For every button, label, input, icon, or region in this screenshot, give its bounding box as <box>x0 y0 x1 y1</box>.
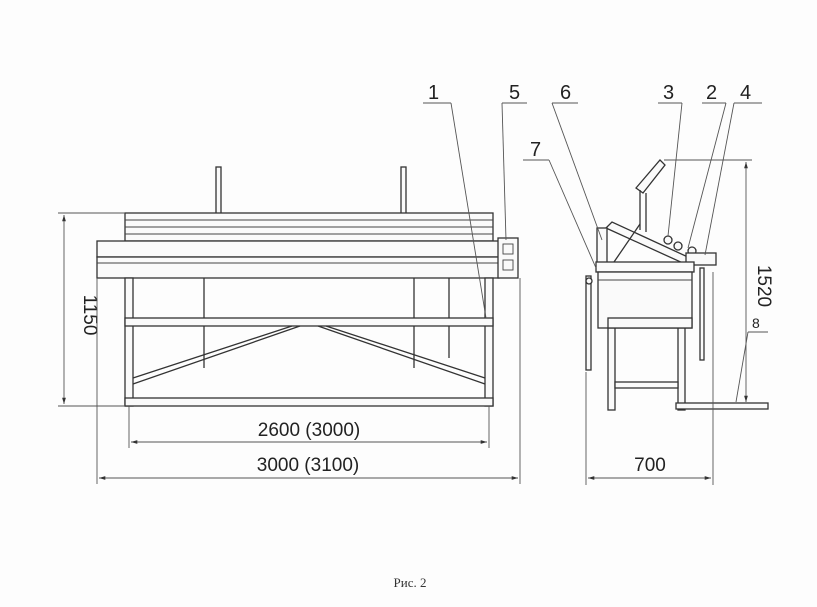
callout-5: 5 <box>509 82 520 104</box>
callout-6: 6 <box>560 82 571 104</box>
figure-caption: Рис. 2 <box>394 575 427 590</box>
foot-plate <box>675 402 769 410</box>
dimension-outer-length: 3000 (3100) <box>257 455 359 476</box>
dimension-height-front: 1150 <box>79 295 100 336</box>
leg-right <box>484 277 494 407</box>
handle-arm <box>635 159 666 194</box>
dimension-inner-length: 2600 (3000) <box>258 420 360 441</box>
side-dimensions: 700 1520 <box>585 159 774 485</box>
side-view <box>585 159 769 411</box>
callout-3: 3 <box>663 82 674 104</box>
callout-7: 7 <box>530 139 541 161</box>
crossbar <box>124 317 494 327</box>
side-top-rail <box>595 261 695 273</box>
table-apron <box>96 256 500 279</box>
callouts: 1 5 6 7 3 2 4 8 <box>423 82 768 403</box>
leg-left <box>124 277 134 407</box>
side-leg-right <box>677 327 686 411</box>
front-view <box>96 166 519 407</box>
callout-2: 2 <box>706 82 717 104</box>
table-top <box>96 240 500 258</box>
callout-8: 8 <box>752 315 760 331</box>
dimension-side-height: 1520 <box>753 265 774 307</box>
dimension-side-width: 700 <box>634 455 666 476</box>
callout-4: 4 <box>740 82 751 104</box>
front-dimensions: 1150 2600 (3000) 3000 (3100) <box>58 212 521 484</box>
bottom-rail <box>124 397 494 407</box>
side-leg-left <box>607 327 616 411</box>
callout-1: 1 <box>428 82 439 104</box>
